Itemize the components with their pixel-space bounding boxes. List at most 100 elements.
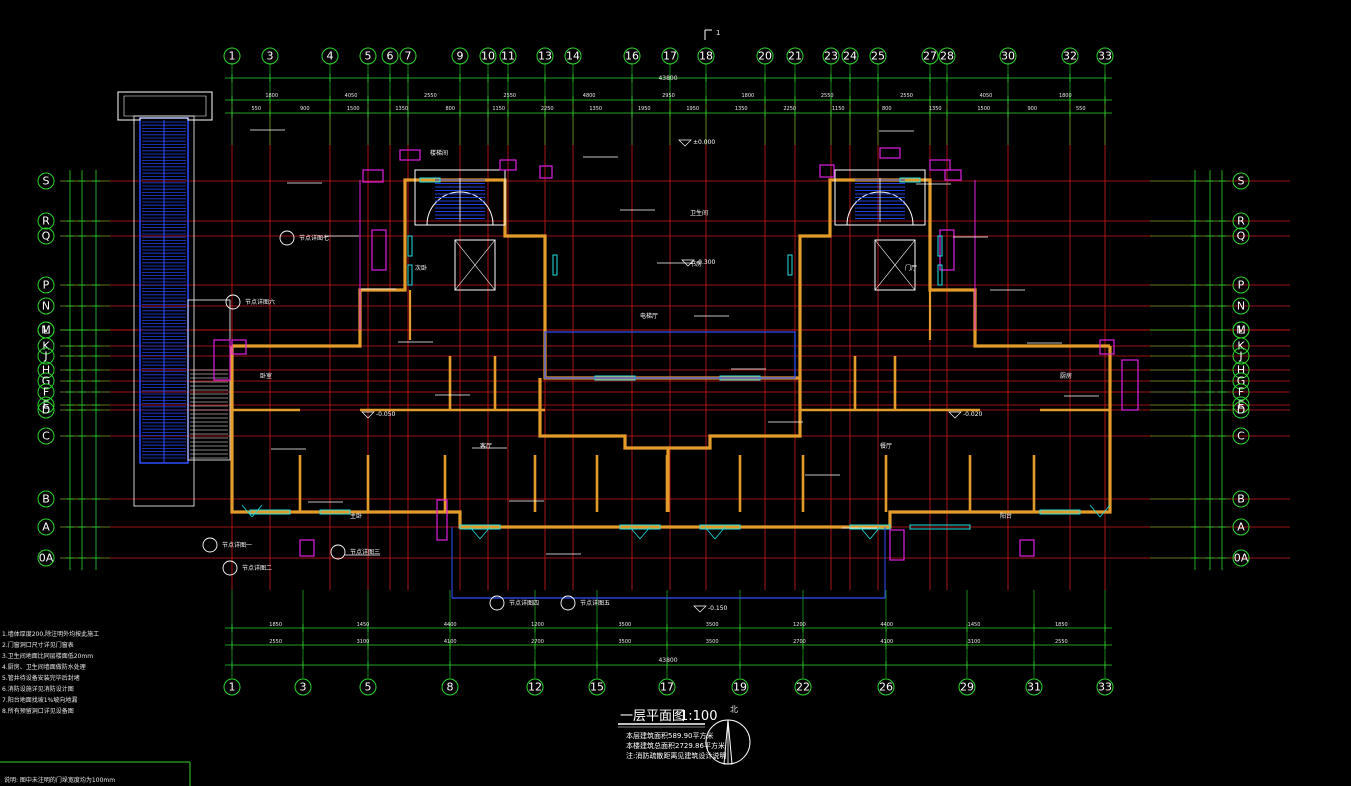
drawing-title: 一层平面图 (620, 709, 685, 724)
axis-bubble-left-E[interactable]: E (37, 396, 55, 414)
axis-bubble-right-Q[interactable]: Q (1232, 227, 1250, 245)
axis-bubble-bottom-8[interactable]: 8 (441, 678, 459, 696)
axis-bubble-top-33[interactable]: 33 (1096, 47, 1114, 65)
axis-bubble-top-13[interactable]: 13 (536, 47, 554, 65)
axis-bubble-right-C[interactable]: C (1232, 427, 1250, 445)
axis-bubble-left-J[interactable]: J (37, 347, 55, 365)
axis-bubble-top-27[interactable]: 27 (921, 47, 939, 65)
magenta-element (371, 229, 387, 271)
axis-bubble-top-18[interactable]: 18 (697, 47, 715, 65)
axis-bubble-top-28[interactable]: 28 (938, 47, 956, 65)
axis-circle (223, 678, 241, 696)
dim-value: 4400 (444, 622, 457, 628)
axis-bubble-top-10[interactable]: 10 (479, 47, 497, 65)
axis-bubble-right-A[interactable]: A (1232, 518, 1250, 536)
dim-value: 4100 (880, 639, 893, 645)
axis-bubble-left-0A[interactable]: 0A (37, 549, 55, 567)
axis-bubble-top-23[interactable]: 23 (822, 47, 840, 65)
axis-bubble-right-J[interactable]: J (1232, 347, 1250, 365)
axis-label: 3 (267, 50, 274, 63)
axis-circle (359, 47, 377, 65)
axis-bubble-top-9[interactable]: 9 (451, 47, 469, 65)
axis-bubble-left-C[interactable]: C (37, 427, 55, 445)
axis-bubble-right-E[interactable]: E (1232, 396, 1250, 414)
axis-bubble-right-S[interactable]: S (1232, 172, 1250, 190)
axis-bubble-left-H[interactable]: H (37, 361, 55, 379)
axis-bubble-bottom-19[interactable]: 19 (731, 678, 749, 696)
axis-label: D (42, 404, 50, 417)
axis-label: M (1236, 324, 1246, 337)
callout-circle (560, 595, 576, 611)
axis-bubble-bottom-29[interactable]: 29 (958, 678, 976, 696)
axis-bubble-right-P[interactable]: P (1232, 276, 1250, 294)
axis-bubble-top-16[interactable]: 16 (623, 47, 641, 65)
axis-bubble-left-K[interactable]: K (37, 337, 55, 355)
axis-bubble-left-G[interactable]: G (37, 372, 55, 390)
axis-label: 12 (528, 681, 542, 694)
note-line: 3.卫生间地面比同层楼面低20mm (2, 652, 93, 660)
axis-bubble-left-S[interactable]: S (37, 172, 55, 190)
axis-bubble-right-F[interactable]: F (1232, 383, 1250, 401)
axis-circle (37, 383, 55, 401)
note-line: 6.消防设施详见消防设计图 (2, 685, 74, 693)
axis-bubble-bottom-15[interactable]: 15 (588, 678, 606, 696)
axis-bubble-bottom-31[interactable]: 31 (1025, 678, 1043, 696)
axis-bubble-bottom-22[interactable]: 22 (794, 678, 812, 696)
axis-bubble-left-A[interactable]: A (37, 518, 55, 536)
axis-bubble-bottom-12[interactable]: 12 (526, 678, 544, 696)
axis-bubble-bottom-17[interactable]: 17 (658, 678, 676, 696)
axis-bubble-left-D[interactable]: D (37, 401, 55, 419)
axis-bubble-top-32[interactable]: 32 (1061, 47, 1079, 65)
axis-bubble-bottom-26[interactable]: 26 (877, 678, 895, 696)
axis-bubble-top-4[interactable]: 4 (321, 47, 339, 65)
axis-bubble-right-B[interactable]: B (1232, 490, 1250, 508)
axis-bubble-top-6[interactable]: 6 (381, 47, 399, 65)
room-label: 楼梯间 (430, 149, 448, 157)
axis-bubble-top-3[interactable]: 3 (261, 47, 279, 65)
axis-bubble-left-R[interactable]: R (37, 212, 55, 230)
axis-bubble-top-17[interactable]: 17 (661, 47, 679, 65)
axis-bubble-left-F[interactable]: F (37, 383, 55, 401)
section-mark[interactable]: 1 (704, 29, 720, 40)
axis-bubble-bottom-33[interactable]: 33 (1096, 678, 1114, 696)
elevation-label: ±0.000 (693, 139, 715, 146)
axis-bubble-top-7[interactable]: 7 (399, 47, 417, 65)
room-label: 卫生间 (690, 209, 708, 217)
axis-bubble-left-Q[interactable]: Q (37, 227, 55, 245)
dim-value: 1850 (269, 622, 282, 628)
axis-bubble-right-H[interactable]: H (1232, 361, 1250, 379)
axis-label: S (1238, 175, 1245, 188)
axis-bubble-left-N[interactable]: N (37, 297, 55, 315)
axis-bubble-left-B[interactable]: B (37, 490, 55, 508)
axis-bubble-top-20[interactable]: 20 (756, 47, 774, 65)
axis-label: H (42, 364, 50, 377)
axis-bubble-right-G[interactable]: G (1232, 372, 1250, 390)
axis-bubble-top-25[interactable]: 25 (869, 47, 887, 65)
axis-circle (37, 361, 55, 379)
axis-bubble-left-P[interactable]: P (37, 276, 55, 294)
axis-bubble-top-5[interactable]: 5 (359, 47, 377, 65)
axis-bubble-bottom-5[interactable]: 5 (359, 678, 377, 696)
axis-bubble-top-30[interactable]: 30 (999, 47, 1017, 65)
axis-circle (958, 678, 976, 696)
axis-bubble-bottom-3[interactable]: 3 (294, 678, 312, 696)
axis-label: K (42, 340, 50, 353)
callout-circle (225, 294, 241, 310)
axis-bubble-right-N[interactable]: N (1232, 297, 1250, 315)
axis-bubble-top-1[interactable]: 1 (223, 47, 241, 65)
axis-bubble-right-K[interactable]: K (1232, 337, 1250, 355)
axis-bubble-top-24[interactable]: 24 (841, 47, 859, 65)
bottom-axis-bubbles[interactable]: 1 3 5 8 12 15 17 19 22 26 29 31 33 (223, 678, 1114, 696)
axis-bubble-right-R[interactable]: R (1232, 212, 1250, 230)
axis-label: 15 (590, 681, 604, 694)
axis-bubble-top-21[interactable]: 21 (786, 47, 804, 65)
axis-bubble-right-D[interactable]: D (1232, 401, 1250, 419)
axis-bubble-top-11[interactable]: 11 (499, 47, 517, 65)
axis-bubble-right-0A[interactable]: 0A (1232, 549, 1250, 567)
axis-bubble-bottom-1[interactable]: 1 (223, 678, 241, 696)
axis-bubble-top-14[interactable]: 14 (564, 47, 582, 65)
